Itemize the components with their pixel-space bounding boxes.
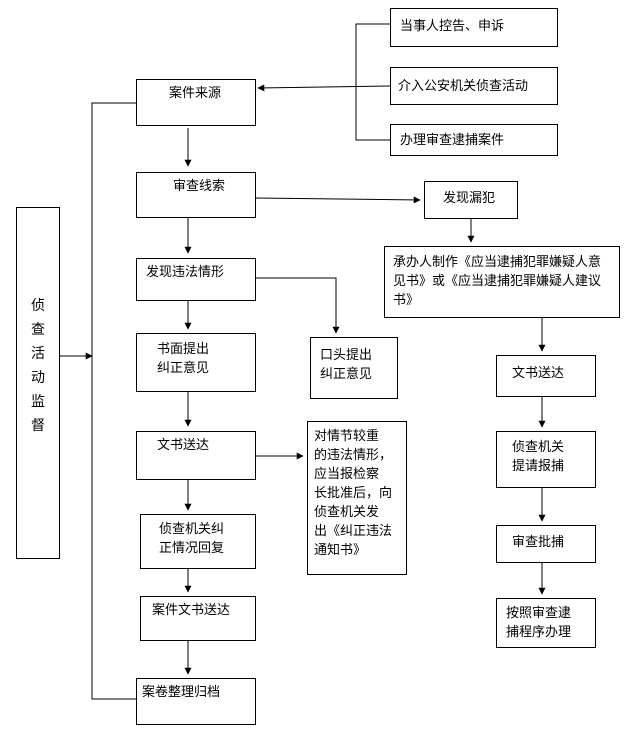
supervision-box: 侦 查 活 动 监 督: [16, 207, 60, 559]
request-arrest-label: 侦查机关 提请报捕: [512, 440, 565, 474]
case-source-box: 案件来源: [136, 79, 256, 126]
archive-label: 案卷整理归档: [142, 685, 221, 700]
oral-opinion-label: 口头提出 纠正意见: [320, 348, 373, 382]
omission-doc-delivery-box: 文书送达: [496, 355, 596, 397]
handle-arrest-label: 办理审查逮捕案件: [400, 133, 505, 148]
oral-opinion-box: 口头提出 纠正意见: [310, 337, 398, 399]
handle-arrest-box: 办理审查逮捕案件: [390, 124, 558, 156]
serious-case-label: 对情节较重 的违法情形， 应当报检察 长批准后，向 侦查机关发 出《纠正违法 通…: [314, 429, 393, 558]
approve-arrest-label: 审查批捕: [512, 535, 565, 550]
case-doc-delivery-box: 案件文书送达: [140, 596, 256, 641]
handle-procedure-label: 按照审查逮 捕程序办理: [506, 606, 572, 640]
find-omission-label: 发现漏犯: [443, 191, 496, 206]
omission-doc-delivery-label: 文书送达: [512, 366, 565, 381]
approve-arrest-box: 审查批捕: [496, 525, 596, 563]
arrow-sources-to-case: [257, 84, 391, 92]
arrow-review-to-omission: [255, 196, 421, 204]
review-clues-label: 审查线索: [173, 179, 226, 194]
doc-delivery-box: 文书送达: [136, 431, 256, 480]
reply-label: 侦查机关纠 正情况回复: [159, 522, 225, 556]
intervene-box: 介入公安机关侦查活动: [390, 67, 558, 105]
written-opinion-label: 书面提出 纠正意见: [157, 342, 210, 376]
review-clues-box: 审查线索: [136, 172, 256, 218]
case-source-label: 案件来源: [169, 86, 222, 101]
reply-box: 侦查机关纠 正情况回复: [140, 514, 256, 569]
complaint-box: 当事人控告、申诉: [390, 8, 558, 47]
archive-box: 案卷整理归档: [136, 678, 256, 725]
request-arrest-box: 侦查机关 提请报捕: [496, 431, 596, 488]
prepare-opinion-box: 承办人制作《应当逮捕犯罪嫌疑人意 见书》或《应当逮捕犯罪嫌疑人建议 书》: [384, 246, 620, 318]
sources-bracket: [355, 23, 390, 141]
complaint-label: 当事人控告、申诉: [400, 19, 505, 34]
doc-delivery-label: 文书送达: [157, 438, 210, 453]
bracket-line: [91, 102, 136, 700]
prepare-opinion-label: 承办人制作《应当逮捕犯罪嫌疑人意 见书》或《应当逮捕犯罪嫌疑人建议 书》: [393, 255, 602, 308]
case-doc-delivery-label: 案件文书送达: [152, 603, 231, 618]
serious-case-box: 对情节较重 的违法情形， 应当报检察 长批准后，向 侦查机关发 出《纠正违法 通…: [307, 421, 407, 575]
arrow-violation-to-oral: [256, 277, 340, 334]
written-opinion-box: 书面提出 纠正意见: [136, 333, 256, 392]
intervene-label: 介入公安机关侦查活动: [398, 79, 529, 94]
find-violation-label: 发现违法情形: [146, 265, 225, 280]
handle-procedure-box: 按照审查逮 捕程序办理: [496, 598, 596, 648]
find-violation-box: 发现违法情形: [136, 258, 256, 301]
find-omission-box: 发现漏犯: [424, 181, 518, 219]
supervision-label: 侦 查 活 动 监 督: [31, 298, 45, 434]
